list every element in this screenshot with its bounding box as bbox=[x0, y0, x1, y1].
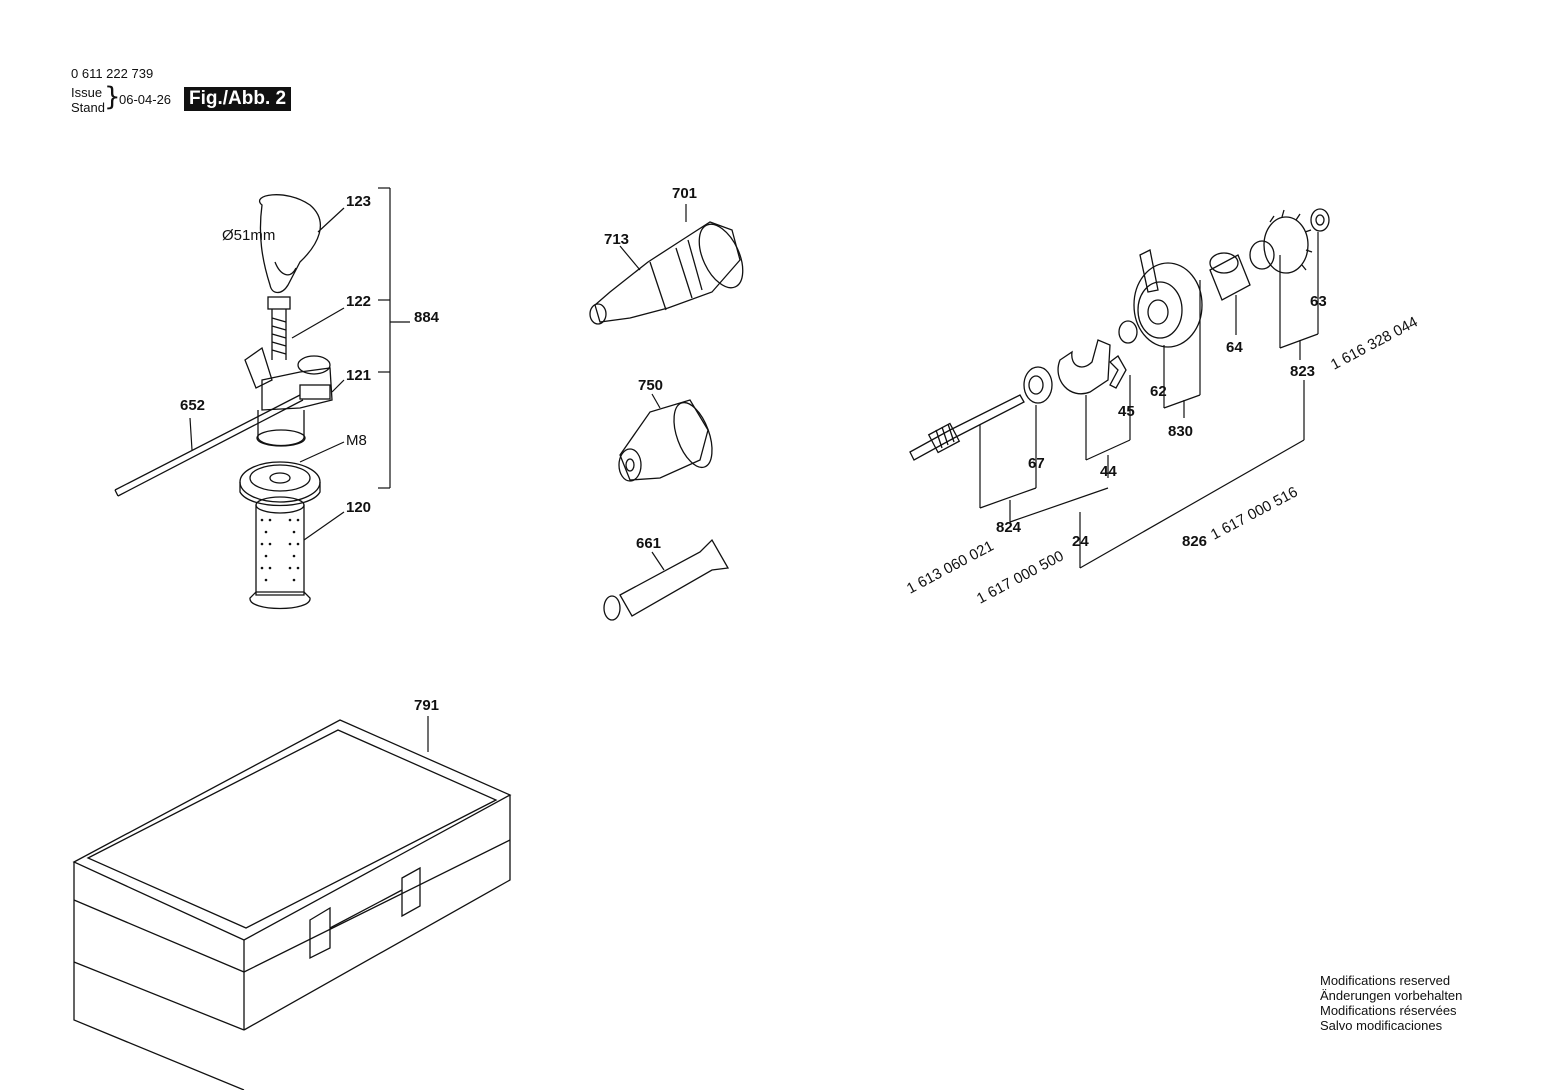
label-713: 713 bbox=[604, 231, 629, 248]
label-661: 661 bbox=[636, 535, 661, 552]
note-es: Salvo modificaciones bbox=[1320, 1018, 1443, 1033]
label-120: 120 bbox=[346, 499, 371, 516]
label-884: 884 bbox=[414, 309, 440, 326]
part-m8-washer bbox=[239, 461, 321, 507]
label-121: 121 bbox=[346, 367, 371, 384]
issue-date: 06-04-26 bbox=[119, 92, 172, 107]
issue-label: Issue bbox=[71, 85, 103, 100]
note-fr: Modifications réservées bbox=[1320, 1003, 1457, 1018]
part-120-grip bbox=[249, 496, 311, 610]
label-63: 63 bbox=[1310, 293, 1327, 310]
label-67: 67 bbox=[1028, 455, 1045, 472]
label-45: 45 bbox=[1118, 403, 1135, 420]
brace-glyph: } bbox=[104, 82, 121, 112]
label-123: 123 bbox=[346, 193, 371, 210]
label-62: 62 bbox=[1150, 383, 1167, 400]
label-m8: M8 bbox=[346, 432, 367, 449]
part-gear-wheel bbox=[1249, 209, 1313, 274]
part-791-carrying-case bbox=[72, 719, 512, 1090]
label-826: 826 bbox=[1182, 533, 1207, 550]
number-823: 1 616 328 044 bbox=[1328, 313, 1421, 373]
note-de: Änderungen vorbehalten bbox=[1320, 988, 1463, 1003]
part-number: 0 611 222 739 bbox=[71, 66, 154, 81]
part-701-chuck bbox=[589, 221, 744, 325]
label-122: 122 bbox=[346, 293, 371, 310]
label-64: 64 bbox=[1226, 339, 1243, 356]
part-64-sleeve bbox=[1209, 252, 1251, 301]
stand-label: Stand bbox=[71, 100, 105, 115]
label-652: 652 bbox=[180, 397, 205, 414]
part-45-clip bbox=[1109, 355, 1127, 389]
part-67-bearing bbox=[1023, 366, 1053, 404]
part-44-ring bbox=[1057, 339, 1111, 395]
part-652-depth-rod bbox=[114, 394, 304, 497]
label-791: 791 bbox=[414, 697, 439, 714]
part-750-chuck bbox=[618, 399, 713, 482]
modifications-notes: Modifications reserved Änderungen vorbeh… bbox=[1320, 973, 1462, 1033]
label-24: 24 bbox=[1072, 533, 1089, 550]
grip-texture bbox=[260, 518, 300, 582]
label-823: 823 bbox=[1290, 363, 1315, 380]
part-121-clamp bbox=[244, 346, 333, 447]
label-830: 830 bbox=[1168, 423, 1193, 440]
label-824: 824 bbox=[996, 519, 1022, 536]
part-24-shaft bbox=[909, 394, 1025, 461]
figure-label: Fig./Abb. 2 bbox=[184, 87, 292, 111]
part-122-bolt bbox=[267, 296, 291, 360]
part-123-cap bbox=[259, 194, 321, 294]
label-diameter: Ø51mm bbox=[222, 227, 275, 244]
part-661-grease-tube bbox=[603, 538, 730, 621]
number-826: 1 617 000 516 bbox=[1208, 483, 1301, 543]
part-63-bushing bbox=[1310, 208, 1330, 232]
note-en: Modifications reserved bbox=[1320, 973, 1451, 988]
label-750: 750 bbox=[638, 377, 663, 394]
label-44: 44 bbox=[1100, 463, 1117, 480]
part-62-gear-housing bbox=[1118, 249, 1203, 348]
label-701: 701 bbox=[672, 185, 697, 202]
